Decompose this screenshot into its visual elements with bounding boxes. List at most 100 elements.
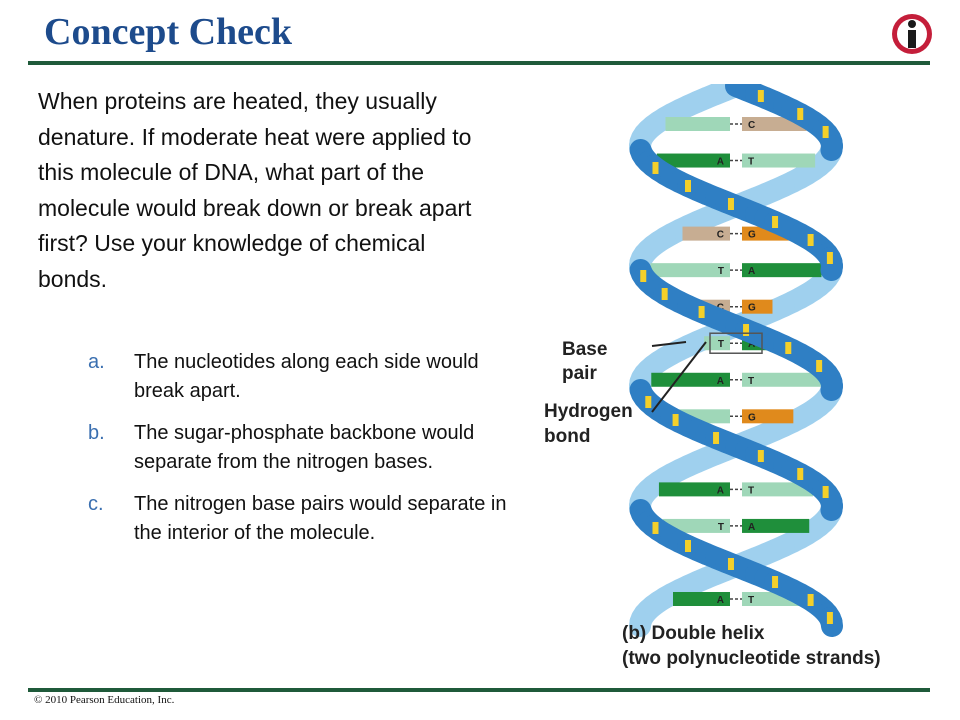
base-right (742, 153, 816, 168)
base-left (673, 592, 730, 606)
phosphate-mark (772, 576, 779, 588)
base-right (742, 263, 822, 278)
label-hydrogen-bond: bond (544, 426, 590, 447)
base-letter: T (748, 595, 754, 606)
base-right (742, 372, 821, 387)
option-letter: c. (88, 493, 104, 515)
copyright-text: © 2010 Pearson Education, Inc. (34, 694, 175, 706)
phosphate-mark (652, 522, 659, 534)
phosphate-mark (661, 288, 668, 300)
base-left (682, 226, 730, 241)
phosphate-mark (822, 126, 829, 138)
base-letter: G (748, 412, 756, 423)
title-divider (28, 61, 930, 65)
backbone-segment (820, 255, 843, 281)
base-right (742, 299, 773, 314)
option-text: The sugar-phosphate backbone would separ… (134, 422, 475, 473)
base-letter: G (748, 230, 756, 241)
figure-caption: (two polynucleotide strands) (622, 648, 881, 669)
base-letter: T (718, 339, 724, 350)
base-right (742, 518, 810, 533)
base-letter: A (717, 157, 724, 168)
phosphate-mark (685, 540, 691, 552)
base-letter: A (748, 339, 755, 350)
base-letter: T (748, 485, 754, 496)
backbone-segment (820, 135, 843, 161)
phosphate-mark (698, 306, 705, 318)
highlighted-base-pair (709, 332, 763, 354)
option-c[interactable]: c. The nitrogen base pairs would separat… (88, 490, 528, 548)
phosphate-mark (652, 162, 659, 174)
base-letter: T (718, 522, 724, 533)
base-left (662, 518, 730, 533)
backbone-segment (629, 611, 652, 637)
phosphate-mark (797, 108, 804, 120)
base-letter: T (718, 266, 724, 277)
backbone-segment (820, 375, 843, 401)
base-letter: A (717, 485, 724, 496)
phosphate-mark (822, 486, 829, 498)
base-letter: A (748, 522, 755, 533)
backbone-segment (820, 495, 843, 521)
label-hydrogen-bond: Hydrogen (544, 401, 633, 422)
base-letter: A (717, 376, 724, 387)
phosphate-mark (713, 432, 720, 444)
phosphate-mark (785, 342, 792, 354)
phosphate-mark (743, 324, 750, 336)
double-helix-figure: CATCGTACGTAATGATTAAT Base pair Hydrogen … (544, 84, 881, 669)
hydrogen-bond-pointer (651, 341, 707, 413)
slide-title: Concept Check (44, 11, 293, 53)
phosphate-mark (672, 414, 679, 426)
footer-divider (28, 688, 930, 692)
base-left (656, 153, 730, 168)
label-base-pair: Base (562, 339, 607, 360)
phosphate-mark (727, 558, 734, 570)
base-left (651, 372, 730, 387)
option-letter: a. (88, 351, 105, 373)
figure-caption: (b) Double helix (622, 623, 765, 644)
phosphate-mark (807, 234, 814, 246)
phosphate-mark (640, 270, 647, 282)
option-letter: b. (88, 422, 105, 444)
phosphate-mark (772, 216, 779, 228)
phosphate-mark (826, 612, 833, 624)
base-letter: T (748, 157, 754, 168)
info-i-icon (892, 14, 932, 54)
base-left (650, 263, 730, 278)
base-pair-pointer (651, 341, 687, 347)
base-letter: C (748, 120, 755, 131)
phosphate-mark (826, 252, 833, 264)
option-text: The nitrogen base pairs would separate i… (134, 493, 507, 544)
base-letter: A (748, 266, 755, 277)
label-base-pair: pair (562, 363, 597, 384)
base-letter: T (748, 376, 754, 387)
phosphate-mark (757, 90, 764, 102)
answer-options: a. The nucleotides along each side would… (88, 348, 528, 561)
base-left (658, 482, 730, 497)
base-pair: C (665, 117, 807, 131)
phosphate-mark (645, 396, 652, 408)
base-left (665, 117, 730, 131)
phosphate-mark (757, 450, 764, 462)
phosphate-mark (807, 594, 814, 606)
question-text: When proteins are heated, they usually d… (38, 88, 472, 292)
phosphate-mark (685, 180, 691, 192)
phosphate-mark (816, 360, 823, 372)
base-right (742, 409, 794, 424)
phosphate-mark (727, 198, 734, 210)
option-text: The nucleotides along each side would br… (134, 351, 479, 402)
base-right (742, 482, 814, 497)
helix-front-strand (629, 84, 843, 637)
base-letter: G (748, 303, 756, 314)
base-letter: A (717, 595, 724, 606)
phosphate-mark (797, 468, 804, 480)
option-b[interactable]: b. The sugar-phosphate backbone would se… (88, 419, 528, 477)
option-a[interactable]: a. The nucleotides along each side would… (88, 348, 528, 406)
base-letter: C (717, 230, 724, 241)
